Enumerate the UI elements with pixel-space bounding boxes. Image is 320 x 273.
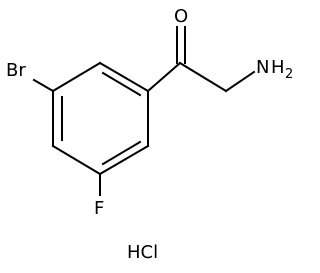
ring-bond-4	[51, 144, 102, 176]
amine-n-label: N	[256, 57, 269, 78]
carbonyl-ch2-bond	[178, 61, 228, 93]
amine-h-label: H	[271, 57, 285, 78]
amine-subscript: 2	[285, 67, 293, 82]
fluorine-label: F	[94, 198, 104, 219]
bromine-label: Br	[6, 60, 26, 81]
ring-double-bond-1	[101, 71, 142, 97]
ring-carbonyl-bond	[146, 61, 182, 93]
oxygen-label: O	[174, 6, 188, 27]
salt-label: HCl	[127, 242, 158, 263]
ch2-amine-bond	[224, 70, 256, 93]
benzene-ring	[51, 61, 150, 176]
ring-double-bond-2	[101, 140, 142, 166]
bromine-bond	[32, 78, 55, 93]
ring-bond-3	[98, 144, 150, 176]
molecule-drawing: Br O N H 2 F HCl	[6, 6, 293, 263]
ring-bond-1	[98, 61, 150, 93]
structure-canvas: Br O N H 2 F HCl	[6, 6, 293, 263]
ring-bond-6	[51, 61, 102, 93]
